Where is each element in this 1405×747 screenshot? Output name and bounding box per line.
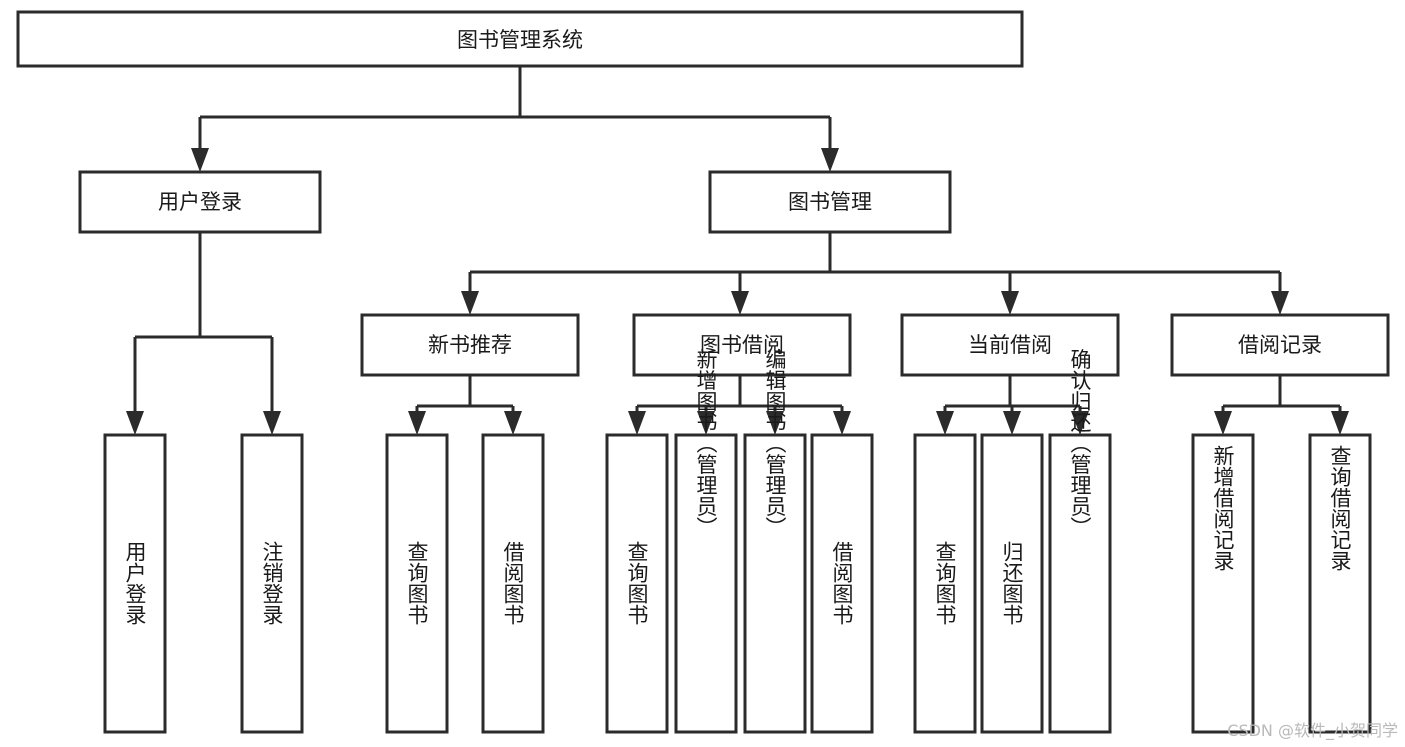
node-root-label: 图书管理系统 — [457, 28, 583, 52]
node-book-borrow-label: 图书借阅 — [700, 333, 784, 357]
connector-borrowrecord-to-leaves — [1214, 375, 1349, 435]
leaf-borrow-record-0[interactable]: 新增借阅记录 — [1191, 433, 1255, 734]
leaf-current-borrow-1[interactable]: 归还图书 — [980, 433, 1044, 734]
leaf-book-borrow-3-label: 借阅图书 — [830, 541, 854, 625]
leaf-borrow-record-0-label: 新增借阅记录 — [1211, 445, 1235, 571]
node-root[interactable]: 图书管理系统 — [16, 10, 1024, 68]
leaf-new-book-1[interactable]: 借阅图书 — [481, 433, 545, 734]
leaf-book-borrow-2-label: 编辑图书（管理员） — [763, 349, 787, 538]
leaf-user-login-0-label: 用户登录 — [123, 541, 147, 625]
node-current-borrow-label: 当前借阅 — [968, 333, 1052, 357]
leaf-user-login-1[interactable]: 注销登录 — [240, 433, 304, 734]
node-user-login-label: 用户登录 — [158, 190, 242, 214]
node-user-login[interactable]: 用户登录 — [78, 170, 322, 234]
leaf-new-book-0-label: 查询图书 — [405, 541, 429, 625]
leaf-current-borrow-0-label: 查询图书 — [933, 541, 957, 625]
node-book-management-label: 图书管理 — [788, 190, 872, 214]
node-book-borrow[interactable]: 图书借阅 — [632, 313, 852, 377]
leaf-current-borrow-1-label: 归还图书 — [1000, 541, 1024, 625]
leaf-new-book-0[interactable]: 查询图书 — [385, 433, 449, 734]
leaf-book-borrow-1[interactable]: 新增图书（管理员） — [674, 349, 738, 734]
node-book-management[interactable]: 图书管理 — [708, 170, 952, 234]
leaf-book-borrow-2[interactable]: 编辑图书（管理员） — [743, 349, 807, 734]
connector-userlogin-to-leaves — [126, 232, 281, 435]
node-borrow-record-label: 借阅记录 — [1238, 333, 1322, 357]
leaf-user-login-1-label: 注销登录 — [260, 541, 284, 625]
leaf-borrow-record-1[interactable]: 查询借阅记录 — [1308, 433, 1372, 734]
leaf-current-borrow-2[interactable]: 确认归还（管理员） — [1048, 349, 1112, 734]
node-borrow-record[interactable]: 借阅记录 — [1170, 313, 1390, 377]
connector-currentborrow-to-leaves — [936, 375, 1089, 435]
leaf-borrow-record-1-label: 查询借阅记录 — [1328, 445, 1352, 571]
connector-root-to-level2 — [191, 66, 839, 172]
connector-newbook-to-leaves — [408, 375, 522, 435]
leaf-new-book-1-label: 借阅图书 — [501, 541, 525, 625]
node-new-book-recommend[interactable]: 新书推荐 — [360, 313, 580, 377]
connector-bookborrow-to-leaves — [628, 375, 851, 435]
leaf-current-borrow-2-label: 确认归还（管理员） — [1068, 349, 1092, 538]
watermark: CSDN @软件_小贺同学 — [1227, 721, 1398, 741]
leaf-book-borrow-0[interactable]: 查询图书 — [605, 433, 669, 734]
leaf-book-borrow-1-label: 新增图书（管理员） — [694, 349, 718, 538]
connector-booklmgmt-to-level3 — [461, 232, 1289, 315]
node-current-borrow[interactable]: 当前借阅 — [900, 313, 1120, 377]
leaf-book-borrow-0-label: 查询图书 — [625, 541, 649, 625]
leaf-user-login-0[interactable]: 用户登录 — [103, 433, 167, 734]
node-new-book-recommend-label: 新书推荐 — [428, 333, 512, 357]
leaf-current-borrow-0[interactable]: 查询图书 — [913, 433, 977, 734]
leaf-book-borrow-3[interactable]: 借阅图书 — [810, 433, 874, 734]
